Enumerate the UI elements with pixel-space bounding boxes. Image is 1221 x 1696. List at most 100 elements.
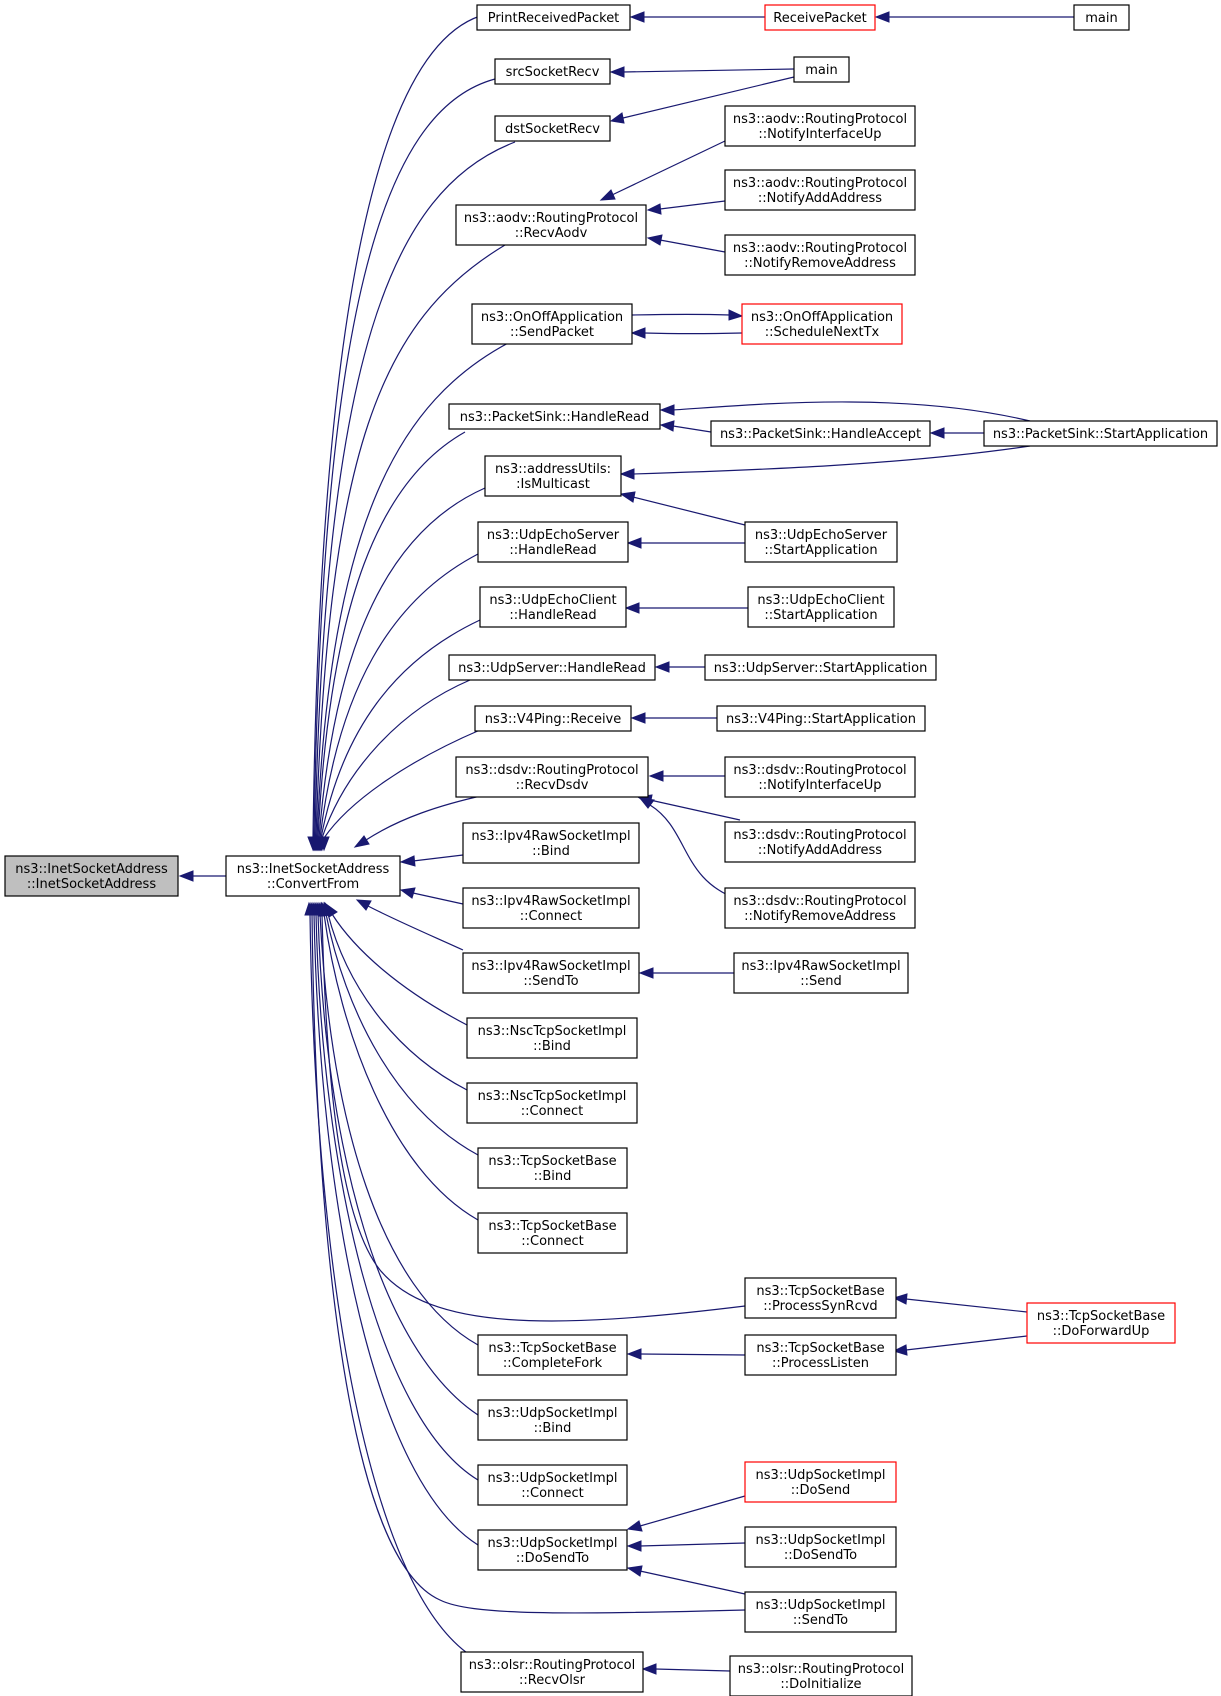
edge-rawconnect-to-convertfrom [399,887,464,905]
node-label-line: ::Connect [520,909,583,924]
node-label-line: ns3::OnOffApplication [481,310,623,325]
node-label-line: ns3::UdpServer::StartApplication [714,661,928,676]
node-dsdv-notify-remove[interactable]: ns3::dsdv::RoutingProtocol::NotifyRemove… [724,887,916,929]
node-label-line: ::SendPacket [510,325,594,340]
node-sink-handle-read[interactable]: ns3::PacketSink::HandleRead [448,403,661,430]
node-echo-server-read[interactable]: ns3::UdpEchoServer::HandleRead [477,521,629,563]
node-box [455,756,649,798]
node-label-line: ns3::UdpEchoClient [757,593,884,608]
node-label-line: ns3::dsdv::RoutingProtocol [733,894,906,909]
node-label-line: ::DoInitialize [780,1677,861,1692]
node-convert-from[interactable]: ns3::InetSocketAddress::ConvertFrom [225,855,401,897]
node-label-line: ns3::UdpSocketImpl [488,1471,618,1486]
node-aodv-notify-remove[interactable]: ns3::aodv::RoutingProtocol::NotifyRemove… [724,234,916,276]
node-src-socket-recv[interactable]: srcSocketRecv [494,58,611,85]
node-dsdv-recv[interactable]: ns3::dsdv::RoutingProtocol::RecvDsdv [455,756,649,798]
node-root[interactable]: ns3::InetSocketAddress::InetSocketAddres… [4,855,179,897]
node-udp-connect[interactable]: ns3::UdpSocketImpl::Connect [477,1464,628,1506]
node-tcp-syn-rcvd[interactable]: ns3::TcpSocketBase::ProcessSynRcvd [744,1277,897,1319]
edge-echoserverstart-to-echoserverread [626,537,745,549]
node-label-line: ::NotifyInterfaceUp [758,127,881,142]
node-box [747,586,895,628]
node-box [225,855,401,897]
node-box [477,1529,628,1571]
node-box [494,58,611,85]
node-box [448,403,661,430]
node-v4-receive[interactable]: ns3::V4Ping::Receive [474,705,632,732]
node-dst-socket-recv[interactable]: dstSocketRecv [494,115,611,142]
node-udp-server-start[interactable]: ns3::UdpServer::StartApplication [704,654,937,681]
node-is-multicast[interactable]: ns3::addressUtils::IsMulticast [484,455,622,497]
node-udp-do-send[interactable]: ns3::UdpSocketImpl::DoSend [744,1461,897,1503]
node-onoff-schedule[interactable]: ns3::OnOffApplication::ScheduleNextTx [741,303,903,345]
node-label-line: ns3::TcpSocketBase [488,1219,616,1234]
node-box [764,4,876,31]
node-tcp-complete-fork[interactable]: ns3::TcpSocketBase::CompleteFork [477,1334,628,1376]
node-aodv-notify-add[interactable]: ns3::aodv::RoutingProtocol::NotifyAddAdd… [724,169,916,211]
node-nsc-bind[interactable]: ns3::NscTcpSocketImpl::Bind [466,1017,638,1059]
node-sink-start[interactable]: ns3::PacketSink::StartApplication [983,420,1218,447]
node-aodv-notify-if-up[interactable]: ns3::aodv::RoutingProtocol::NotifyInterf… [724,105,916,147]
edge-rawbind-to-convertfrom [399,854,464,867]
node-label-line: ::NotifyRemoveAddress [744,256,896,271]
node-onoff-send[interactable]: ns3::OnOffApplication::SendPacket [471,303,633,345]
node-tcp-bind[interactable]: ns3::TcpSocketBase::Bind [477,1147,628,1189]
node-label-line: ns3::UdpEchoServer [487,528,620,543]
edge-udpdosendto2-to-udpdosendto [626,1540,746,1552]
node-label-line: ns3::UdpSocketImpl [488,1406,618,1421]
node-label-line: ::DoForwardUp [1053,1324,1150,1339]
node-label-line: ::HandleRead [509,608,596,623]
node-udp-bind[interactable]: ns3::UdpSocketImpl::Bind [477,1399,628,1441]
node-udp-do-send-to2[interactable]: ns3::UdpSocketImpl::DoSendTo [744,1526,897,1568]
node-label-line: ::ScheduleNextTx [765,325,880,340]
node-echo-server-start[interactable]: ns3::UdpEchoServer::StartApplication [744,521,898,563]
node-label-line: ::InetSocketAddress [27,877,156,892]
node-udp-do-send-to[interactable]: ns3::UdpSocketImpl::DoSendTo [477,1529,628,1571]
node-label-line: ::CompleteFork [503,1356,603,1371]
node-box [474,705,632,732]
node-echo-client-read[interactable]: ns3::UdpEchoClient::HandleRead [479,586,627,628]
node-udp-server-read[interactable]: ns3::UdpServer::HandleRead [448,654,656,681]
node-label-line: :IsMulticast [516,477,590,492]
node-print-received-packet[interactable]: PrintReceivedPacket [476,4,631,31]
node-dsdv-notify-if-up[interactable]: ns3::dsdv::RoutingProtocol::NotifyInterf… [724,756,916,798]
node-v4-start[interactable]: ns3::V4Ping::StartApplication [716,705,926,732]
node-label-line: ns3::dsdv::RoutingProtocol [733,763,906,778]
edge-nscconnect-to-convertfrom [323,901,468,1091]
node-tcp-connect[interactable]: ns3::TcpSocketBase::Connect [477,1212,628,1254]
edge-aodvnotifyifup-to-aodvrecv [599,140,726,201]
node-olsr-recv[interactable]: ns3::olsr::RoutingProtocol::RecvOlsr [460,1651,644,1693]
node-label-line: ns3::UdpSocketImpl [488,1536,618,1551]
node-box [455,204,647,246]
edge-tcplisten-to-tcpcompletefork [626,1348,746,1360]
node-sink-handle-accept[interactable]: ns3::PacketSink::HandleAccept [710,420,931,447]
node-receive-packet[interactable]: ReceivePacket [764,4,876,31]
node-box [983,420,1218,447]
node-raw-connect[interactable]: ns3::Ipv4RawSocketImpl::Connect [462,887,640,929]
node-label-line: ns3::UdpSocketImpl [756,1533,886,1548]
node-udp-send-to[interactable]: ns3::UdpSocketImpl::SendTo [744,1591,897,1633]
node-echo-client-start[interactable]: ns3::UdpEchoClient::StartApplication [747,586,895,628]
node-main1[interactable]: main [1073,4,1130,31]
node-nsc-connect[interactable]: ns3::NscTcpSocketImpl::Connect [466,1082,638,1124]
node-box [710,420,931,447]
node-raw-send-to[interactable]: ns3::Ipv4RawSocketImpl::SendTo [462,952,640,994]
node-label-line: ::ProcessListen [772,1356,869,1371]
node-tcp-listen[interactable]: ns3::TcpSocketBase::ProcessListen [744,1334,897,1376]
node-label-line: ::RecvAodv [515,226,588,241]
node-label-line: ns3::aodv::RoutingProtocol [733,241,907,256]
edge-v4receive-to-convertfrom [318,729,481,852]
node-label-line: ns3::PacketSink::HandleRead [460,410,649,425]
node-dsdv-notify-add[interactable]: ns3::dsdv::RoutingProtocol::NotifyAddAdd… [724,821,916,863]
node-tcp-forward-up[interactable]: ns3::TcpSocketBase::DoForwardUp [1026,1302,1176,1344]
node-box [476,4,631,31]
node-box [724,169,916,211]
node-main2[interactable]: main [793,56,850,83]
edge-dstsocketrecv-to-convertfrom [309,141,516,852]
node-raw-send[interactable]: ns3::Ipv4RawSocketImpl::Send [733,952,909,994]
node-box [724,756,916,798]
node-aodv-recv[interactable]: ns3::aodv::RoutingProtocol::RecvAodv [455,204,647,246]
node-olsr-init[interactable]: ns3::olsr::RoutingProtocol::DoInitialize [729,1655,913,1696]
node-raw-bind[interactable]: ns3::Ipv4RawSocketImpl::Bind [462,822,640,864]
